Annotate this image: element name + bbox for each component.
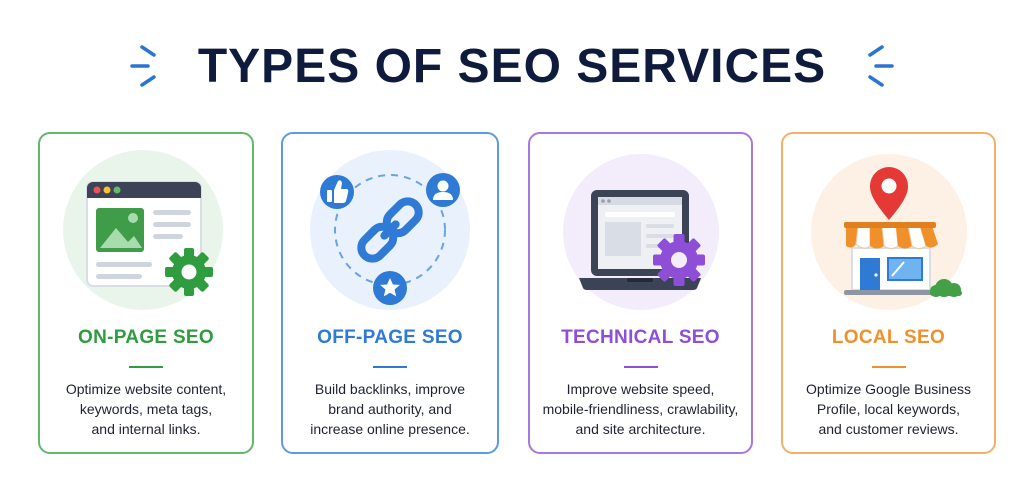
desc-line: mobile-friendliness, crawlability,	[542, 401, 739, 417]
map-pin-icon	[869, 167, 908, 220]
card-title: ON-PAGE SEO	[78, 327, 214, 348]
storefront-pin-icon	[810, 154, 967, 310]
left-spark-icon	[130, 45, 156, 87]
card-description: Build backlinks, improve brand authority…	[293, 379, 487, 439]
desc-line: brand authority, and	[328, 401, 452, 417]
right-spark-icon	[868, 45, 894, 87]
thumbs-up-icon	[320, 175, 354, 209]
webpage-gear-icon	[63, 150, 223, 310]
card-illustration	[283, 134, 497, 324]
desc-line: Build backlinks, improve	[314, 381, 466, 397]
desc-line: Improve website speed,	[566, 381, 715, 397]
desc-line: and site architecture.	[575, 421, 706, 437]
card-divider	[373, 366, 407, 368]
card-illustration	[40, 134, 252, 324]
desc-line: keywords, meta tags,	[79, 401, 213, 417]
card-description: Improve website speed, mobile-friendline…	[540, 379, 741, 439]
card-description: Optimize website content, keywords, meta…	[50, 379, 242, 439]
card-title: LOCAL SEO	[831, 327, 946, 348]
card-divider	[871, 366, 906, 368]
card-technical-seo[interactable]: TECHNICAL SEO Improve website speed, mob…	[528, 132, 753, 454]
service-cards: ON-PAGE SEO Optimize website content, ke…	[0, 132, 1024, 457]
laptop-gear-icon	[562, 154, 719, 310]
card-local-seo[interactable]: LOCAL SEO Optimize Google Business Profi…	[781, 132, 996, 454]
user-icon	[426, 173, 460, 207]
star-icon	[373, 271, 407, 305]
card-title: TECHNICAL SEO	[561, 327, 720, 348]
desc-line: Profile, local keywords,	[816, 401, 961, 417]
page-header: TYPES OF SEO SERVICES	[0, 30, 1024, 102]
card-title: OFF-PAGE SEO	[317, 327, 463, 348]
bush-icon	[929, 279, 962, 297]
card-on-page-seo[interactable]: ON-PAGE SEO Optimize website content, ke…	[38, 132, 254, 454]
card-divider	[623, 366, 658, 368]
desc-line: and internal links.	[91, 421, 201, 437]
desc-line: increase online presence.	[310, 421, 470, 437]
desc-line: Optimize website content,	[65, 381, 227, 397]
card-off-page-seo[interactable]: OFF-PAGE SEO Build backlinks, improve br…	[281, 132, 499, 454]
card-divider	[129, 366, 163, 368]
card-illustration	[530, 134, 751, 324]
link-network-icon	[310, 150, 470, 310]
desc-line: and customer reviews.	[818, 421, 959, 437]
card-description: Optimize Google Business Profile, local …	[793, 379, 984, 439]
page-title: TYPES OF SEO SERVICES	[197, 39, 827, 93]
desc-line: Optimize Google Business	[806, 381, 971, 397]
card-illustration	[783, 134, 994, 324]
